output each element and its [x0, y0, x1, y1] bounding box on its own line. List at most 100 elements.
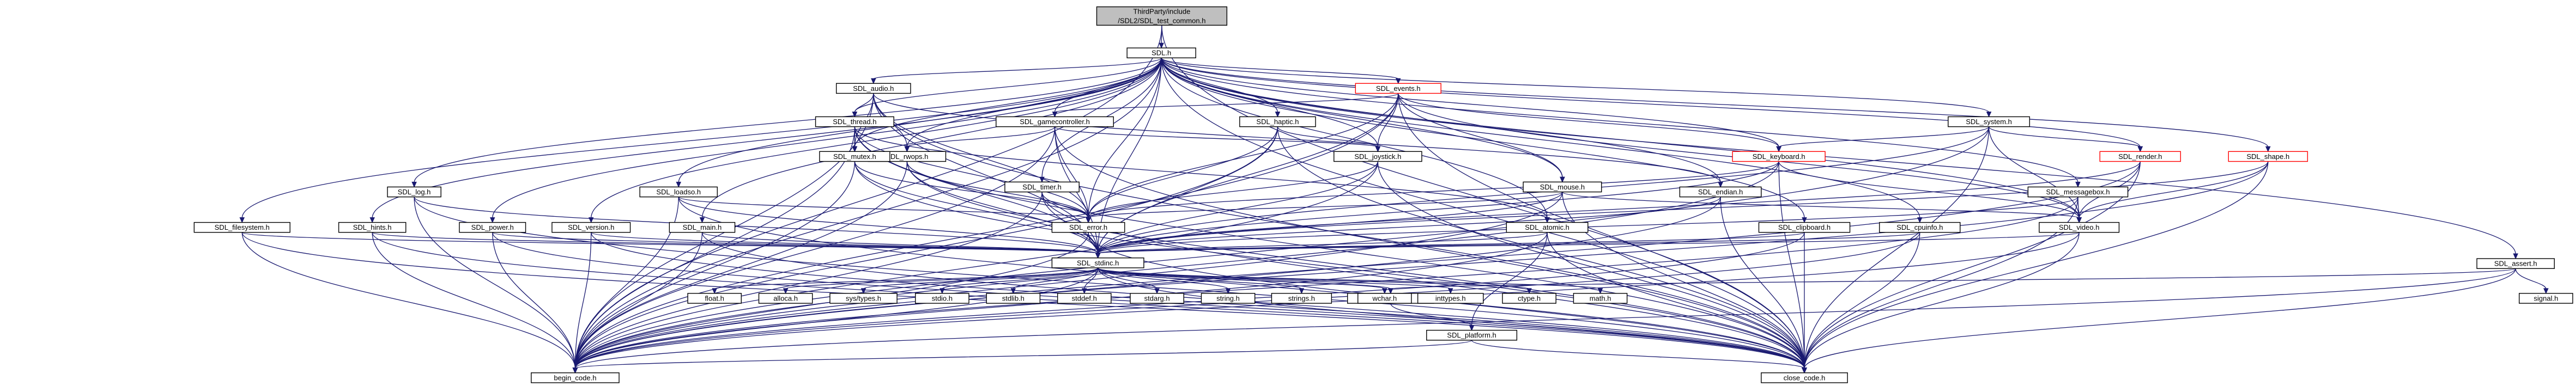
node-box-platform[interactable]: [1426, 329, 1518, 341]
node-box-clipboard[interactable]: [1758, 222, 1851, 233]
node-ctype[interactable]: ctype.h: [1502, 293, 1556, 304]
node-box-video[interactable]: [2039, 222, 2120, 233]
node-messagebox[interactable]: SDL_messagebox.h: [2027, 186, 2129, 198]
node-audio[interactable]: SDL_audio.h: [835, 83, 911, 94]
node-atomic[interactable]: SDL_atomic.h: [1506, 222, 1589, 233]
node-box-log[interactable]: [387, 186, 441, 198]
node-box-haptic[interactable]: [1239, 116, 1316, 127]
node-box-begin[interactable]: [531, 372, 620, 383]
node-label-timer: SDL_timer.h: [1022, 183, 1062, 191]
node-box-stdlib[interactable]: [986, 293, 1041, 304]
node-box-keyboard[interactable]: [1732, 151, 1826, 162]
node-thread[interactable]: SDL_thread.h: [815, 116, 894, 127]
node-box-render[interactable]: [2099, 151, 2181, 162]
node-events[interactable]: SDL_events.h: [1355, 83, 1441, 94]
node-box-hints[interactable]: [338, 222, 407, 233]
node-box-sdl[interactable]: [1126, 47, 1196, 59]
node-box-mouse[interactable]: [1523, 181, 1602, 193]
node-video[interactable]: SDL_video.h: [2039, 222, 2120, 233]
node-box-stddef[interactable]: [1057, 293, 1112, 304]
node-box-stdarg[interactable]: [1130, 293, 1184, 304]
node-sdl[interactable]: SDL.h: [1126, 47, 1196, 59]
node-box-string[interactable]: [1201, 293, 1256, 304]
node-render[interactable]: SDL_render.h: [2099, 151, 2181, 162]
node-main[interactable]: SDL_main.h: [669, 222, 736, 233]
node-box-assert[interactable]: [2476, 258, 2555, 269]
node-label-root: ThirdParty/include: [1134, 7, 1191, 15]
node-mouse[interactable]: SDL_mouse.h: [1523, 181, 1602, 193]
node-stdlib[interactable]: stdlib.h: [986, 293, 1041, 304]
node-joystick[interactable]: SDL_joystick.h: [1334, 151, 1422, 162]
node-box-audio[interactable]: [835, 83, 911, 94]
node-box-main[interactable]: [669, 222, 736, 233]
node-string[interactable]: string.h: [1201, 293, 1256, 304]
node-box-systypes[interactable]: [829, 293, 898, 304]
node-box-loadso[interactable]: [639, 186, 718, 198]
node-math[interactable]: math.h: [1573, 293, 1628, 304]
node-box-strings[interactable]: [1271, 293, 1332, 304]
node-box-error[interactable]: [1051, 222, 1125, 233]
node-stdio[interactable]: stdio.h: [915, 293, 969, 304]
node-box-filesystem[interactable]: [193, 222, 290, 233]
node-strings[interactable]: strings.h: [1271, 293, 1332, 304]
node-box-stdinc[interactable]: [1051, 258, 1144, 268]
node-root[interactable]: ThirdParty/include/SDL2/SDL_test_common.…: [1096, 6, 1228, 26]
node-box-close[interactable]: [1761, 372, 1848, 383]
node-box-stdio[interactable]: [915, 293, 969, 304]
node-box-shape[interactable]: [2228, 151, 2308, 162]
node-box-wchar[interactable]: [1357, 293, 1412, 304]
node-box-signal[interactable]: [2519, 293, 2573, 304]
node-filesystem[interactable]: SDL_filesystem.h: [193, 222, 290, 233]
node-floath[interactable]: float.h: [687, 293, 742, 304]
node-shape[interactable]: SDL_shape.h: [2228, 151, 2308, 162]
node-box-floath[interactable]: [687, 293, 742, 304]
node-stdarg[interactable]: stdarg.h: [1130, 293, 1184, 304]
node-box-ctype[interactable]: [1502, 293, 1556, 304]
node-label-wchar: wchar.h: [1372, 294, 1397, 302]
node-box-mutex[interactable]: [819, 151, 890, 162]
node-wchar[interactable]: wchar.h: [1357, 293, 1412, 304]
node-timer[interactable]: SDL_timer.h: [1004, 181, 1080, 193]
node-box-timer[interactable]: [1004, 181, 1080, 193]
node-box-messagebox[interactable]: [2027, 186, 2129, 198]
node-box-atomic[interactable]: [1506, 222, 1589, 233]
node-systypes[interactable]: sys/types.h: [829, 293, 898, 304]
node-haptic[interactable]: SDL_haptic.h: [1239, 116, 1316, 127]
node-box-math[interactable]: [1573, 293, 1628, 304]
node-inttypes[interactable]: inttypes.h: [1417, 293, 1484, 304]
node-endian[interactable]: SDL_endian.h: [1679, 186, 1762, 198]
node-log[interactable]: SDL_log.h: [387, 186, 441, 198]
node-loadso[interactable]: SDL_loadso.h: [639, 186, 718, 198]
node-version[interactable]: SDL_version.h: [551, 222, 631, 233]
node-box-system[interactable]: [1948, 116, 2031, 127]
node-alloca[interactable]: alloca.h: [758, 293, 813, 304]
node-box-events[interactable]: [1355, 83, 1441, 94]
node-box-cpuinfo[interactable]: [1879, 222, 1961, 233]
node-assert[interactable]: SDL_assert.h: [2476, 258, 2555, 269]
node-clipboard[interactable]: SDL_clipboard.h: [1758, 222, 1851, 233]
node-begin[interactable]: begin_code.h: [531, 372, 620, 383]
node-box-power[interactable]: [459, 222, 526, 233]
node-cpuinfo[interactable]: SDL_cpuinfo.h: [1879, 222, 1961, 233]
edge-mutex-to-stdinc: [854, 161, 1099, 254]
node-box-root[interactable]: [1096, 6, 1228, 26]
node-platform[interactable]: SDL_platform.h: [1426, 329, 1518, 341]
node-hints[interactable]: SDL_hints.h: [338, 222, 407, 233]
node-keyboard[interactable]: SDL_keyboard.h: [1732, 151, 1826, 162]
node-box-alloca[interactable]: [758, 293, 813, 304]
node-power[interactable]: SDL_power.h: [459, 222, 526, 233]
node-box-endian[interactable]: [1679, 186, 1762, 198]
node-gamecontroller[interactable]: SDL_gamecontroller.h: [996, 116, 1114, 127]
node-box-gamecontroller[interactable]: [996, 116, 1114, 127]
node-close[interactable]: close_code.h: [1761, 372, 1848, 383]
node-box-version[interactable]: [551, 222, 631, 233]
node-stdinc[interactable]: SDL_stdinc.h: [1051, 258, 1144, 268]
node-box-thread[interactable]: [815, 116, 894, 127]
node-box-joystick[interactable]: [1334, 151, 1422, 162]
node-system[interactable]: SDL_system.h: [1948, 116, 2031, 127]
node-error[interactable]: SDL_error.h: [1051, 222, 1125, 233]
node-stddef[interactable]: stddef.h: [1057, 293, 1112, 304]
node-signal[interactable]: signal.h: [2519, 293, 2573, 304]
node-mutex[interactable]: SDL_mutex.h: [819, 151, 890, 162]
node-box-inttypes[interactable]: [1417, 293, 1484, 304]
